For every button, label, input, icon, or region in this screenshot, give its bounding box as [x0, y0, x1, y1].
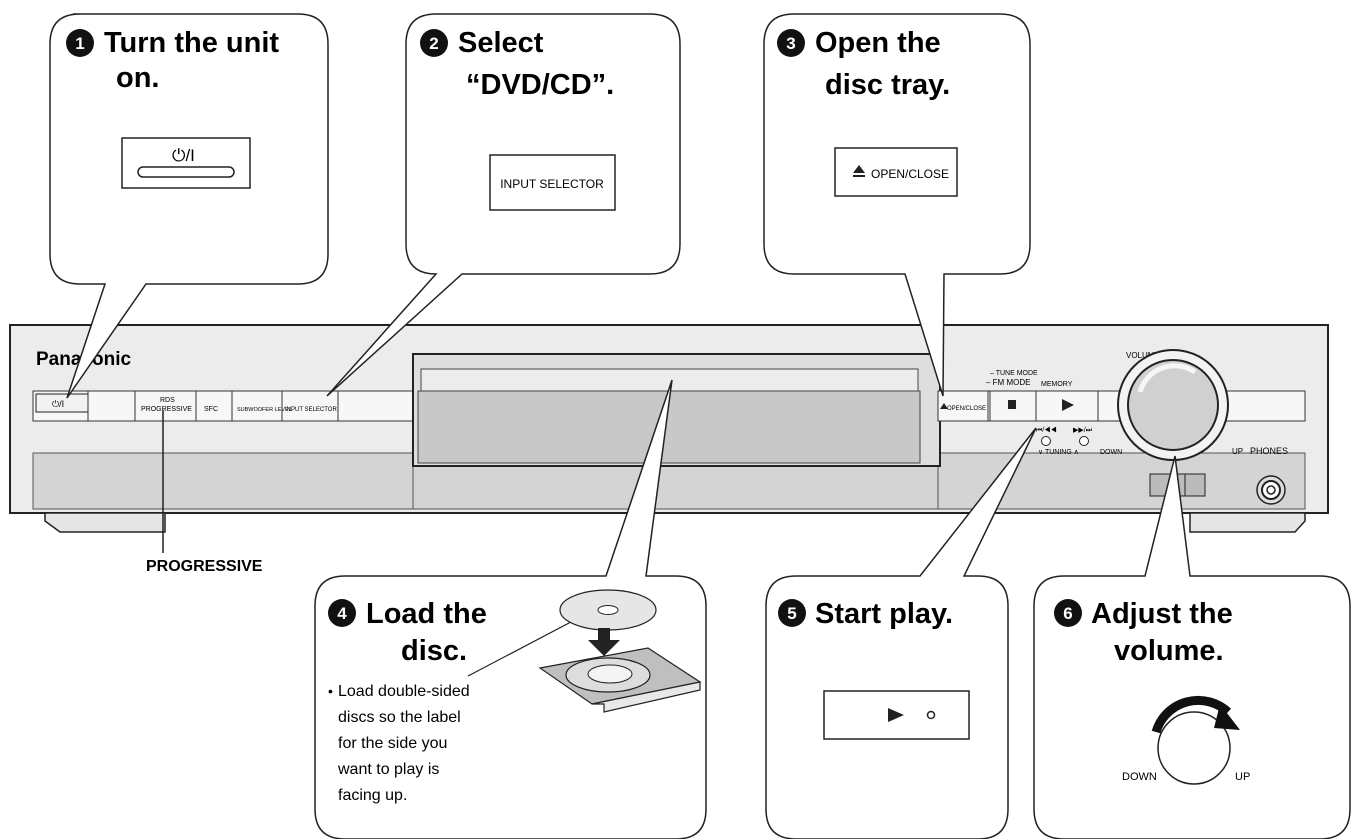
skip-back-button[interactable]: [1041, 436, 1051, 446]
disc-icon: [559, 589, 657, 631]
stop-button[interactable]: [989, 390, 1037, 422]
open-close-illustration: OPEN/CLOSE: [834, 147, 958, 197]
step-5-title-line1: Start play.: [815, 598, 953, 630]
rds-label: RDS: [160, 397, 175, 404]
sfc-button[interactable]: SFC: [204, 406, 218, 413]
svg-text:INPUT SELECTOR: INPUT SELECTOR: [500, 177, 604, 191]
step-number-badge-5: 5: [778, 599, 806, 627]
phones-jack[interactable]: [1256, 475, 1286, 505]
callout-step-3: [763, 13, 1031, 397]
power-button[interactable]: ⏻/I: [35, 393, 89, 413]
step-4-note-line-1: Load double-sided: [338, 683, 470, 700]
step-number-badge-2: 2: [420, 29, 448, 57]
up-label: UP: [1232, 447, 1243, 456]
subwoofer-level-button[interactable]: SUBWOOFER LEVEL: [237, 407, 292, 413]
step-4-note-line-4: want to play is: [337, 761, 439, 778]
knob-up-label: UP: [1235, 771, 1250, 783]
skip-forward-button[interactable]: [1079, 436, 1089, 446]
step-3-title-line2: disc tray.: [825, 69, 950, 101]
step-6-title-line1: Adjust the: [1091, 598, 1233, 630]
volume-knob[interactable]: [1117, 349, 1229, 461]
input-selector-panel-button[interactable]: INPUT SELECTOR: [285, 407, 337, 413]
svg-text:1: 1: [75, 34, 84, 53]
indicator-window: [1184, 473, 1206, 497]
phones-label: PHONES: [1250, 446, 1288, 456]
step-4-note-line-3: for the side you: [338, 735, 447, 752]
svg-text:5: 5: [787, 604, 796, 623]
step-3-title-line1: Open the: [815, 27, 941, 59]
volume-label: VOLUME: [1126, 351, 1160, 360]
tune-mode-label: – TUNE MODE: [990, 370, 1038, 377]
svg-text:6: 6: [1063, 604, 1072, 623]
tuning-label: ∨ TUNING ∧: [1038, 449, 1079, 456]
progressive-callout-label: PROGRESSIVE: [146, 558, 263, 575]
step-number-badge-6: 6: [1054, 599, 1082, 627]
step-1-title-line1: Turn the unit: [104, 27, 279, 59]
step-1-title-line2: on.: [116, 62, 160, 94]
bullet-dot: •: [328, 683, 333, 699]
step-2-title-line2: “DVD/CD”.: [466, 69, 614, 101]
progressive-button-label: PROGRESSIVE: [141, 406, 192, 413]
open-close-panel-label: OPEN/CLOSE: [947, 406, 986, 412]
step-4-title-line1: Load the: [366, 598, 487, 630]
skip-forward-label: ▶▶/⏭: [1073, 427, 1093, 434]
dvd-receiver-front-panel: [9, 324, 1329, 533]
svg-text:⏻/I: ⏻/I: [172, 146, 195, 165]
step-number-badge-4: 4: [328, 599, 356, 627]
step-6-title-line2: volume.: [1114, 635, 1224, 667]
disc-tray-illustration: [538, 647, 702, 713]
progressive-button[interactable]: RDS PROGRESSIVE: [141, 397, 192, 413]
svg-text:OPEN/CLOSE: OPEN/CLOSE: [871, 167, 949, 181]
knob-down-label: DOWN: [1122, 771, 1157, 783]
step-4-note-line-2: discs so the label: [338, 709, 461, 726]
power-button-label: ⏻/I: [52, 399, 64, 409]
svg-text:4: 4: [337, 604, 347, 623]
play-button-illustration: [823, 690, 970, 740]
memory-label: MEMORY: [1041, 381, 1073, 388]
skip-back-label: ⏮/◀◀: [1036, 426, 1057, 434]
step-number-badge-3: 3: [777, 29, 805, 57]
step-4-note-line-5: facing up.: [338, 787, 407, 804]
volume-knob-illustration: [1151, 695, 1240, 785]
fm-mode-label: – FM MODE: [986, 378, 1030, 387]
step-2-title-line1: Select: [458, 27, 544, 59]
callout-step-1: [49, 13, 329, 399]
input-selector-illustration: INPUT SELECTOR: [489, 154, 616, 211]
step-4-title-line2: disc.: [401, 635, 467, 667]
step-number-badge-1: 1: [66, 29, 94, 57]
svg-text:3: 3: [786, 34, 795, 53]
power-button-illustration: ⏻/I: [121, 137, 251, 189]
down-label: DOWN: [1100, 449, 1122, 456]
play-panel-button[interactable]: [1035, 390, 1099, 422]
down-arrow-icon: [588, 628, 620, 656]
open-close-panel-button[interactable]: OPEN/CLOSE: [937, 390, 989, 422]
svg-text:2: 2: [429, 34, 438, 53]
